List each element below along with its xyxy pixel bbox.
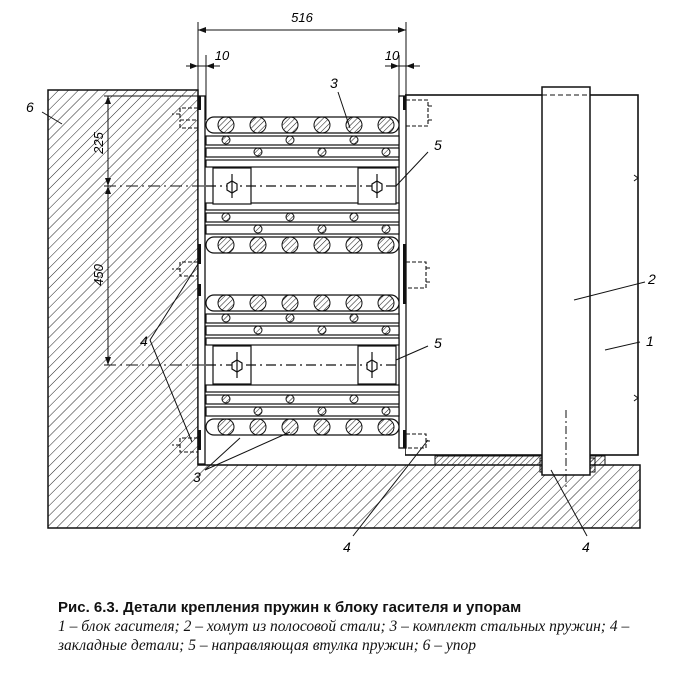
label-5-top: 5 xyxy=(434,137,442,153)
caption-legend: 1 – блок гасителя; 2 – хомут из полосово… xyxy=(58,618,630,654)
guide-bushing-5-bottom xyxy=(206,345,399,385)
dim-total-width: 516 xyxy=(291,10,313,25)
dimension-lines xyxy=(104,22,420,366)
label-4-bottom: 4 xyxy=(343,539,351,555)
caption-title: Рис. 6.3. Детали крепления пружин к блок… xyxy=(58,599,522,616)
break-mark xyxy=(633,394,639,402)
dim-spacing: 450 xyxy=(91,263,106,285)
leader-lines xyxy=(41,91,646,537)
label-5-bottom: 5 xyxy=(434,335,442,351)
label-2: 2 xyxy=(647,271,656,287)
spring-coils-bottom xyxy=(217,294,395,436)
spring-coils-top xyxy=(217,116,395,254)
dim-right-gap: 10 xyxy=(385,48,400,63)
label-3-bottom: 3 xyxy=(193,469,201,485)
embedded-anchors-left xyxy=(172,107,198,453)
plate-left xyxy=(197,95,206,465)
break-mark xyxy=(633,174,639,182)
label-1: 1 xyxy=(646,333,654,349)
label-4-right: 4 xyxy=(582,539,590,555)
label-4-left: 4 xyxy=(140,333,148,349)
dim-top-offset: 225 xyxy=(91,131,106,154)
label-3-top: 3 xyxy=(330,75,338,91)
embedded-plate-base xyxy=(434,455,606,466)
label-6: 6 xyxy=(26,99,34,115)
dim-left-gap: 10 xyxy=(215,48,230,63)
engineering-drawing: 516 10 10 225 450 6 3 5 5 2 1 4 3 4 4 xyxy=(26,10,656,555)
plate-ticks xyxy=(198,96,406,450)
damper-block-1 xyxy=(404,94,639,456)
figure-caption: Рис. 6.3. Детали крепления пружин к блок… xyxy=(58,598,670,655)
dimension-arrows xyxy=(105,27,414,365)
